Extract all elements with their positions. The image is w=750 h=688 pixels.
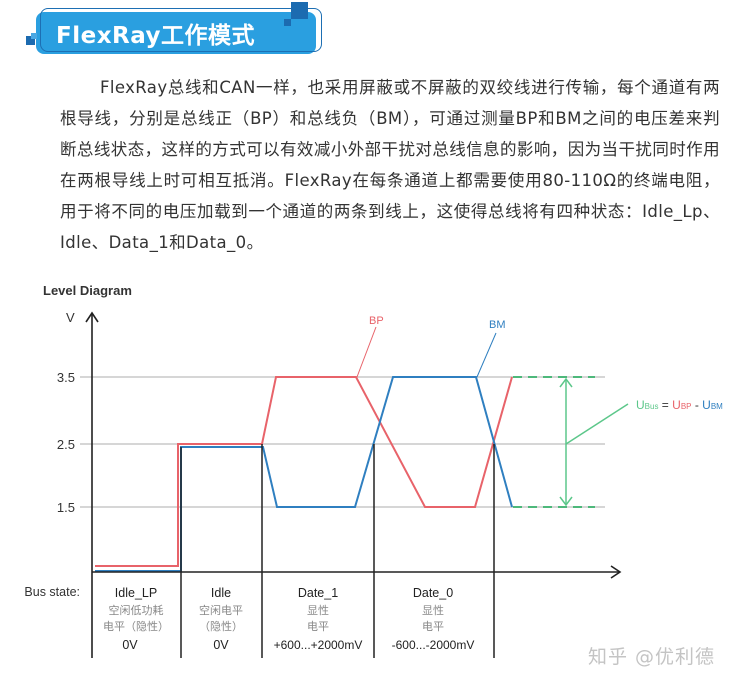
- svg-text:电平: 电平: [422, 620, 444, 633]
- banner-background: [36, 12, 316, 54]
- diff-dashed-lines: [513, 376, 595, 508]
- gridlines: [80, 376, 605, 508]
- svg-text:-600...-2000mV: -600...-2000mV: [392, 638, 475, 652]
- y-tick-2-5: 2.5: [57, 437, 75, 452]
- svg-text:Date_0: Date_0: [413, 586, 453, 600]
- state-data-1: Date_1 显性 电平 +600...+2000mV: [274, 586, 363, 652]
- decor-square: [26, 36, 35, 45]
- bm-label: BM: [489, 319, 506, 331]
- state-idle: Idle 空闲电平 （隐性） 0V: [199, 586, 243, 652]
- svg-text:Idle: Idle: [211, 586, 231, 600]
- svg-text:Idle_LP: Idle_LP: [115, 586, 157, 600]
- bm-leader-line: [476, 332, 497, 378]
- diff-double-arrow: [559, 377, 629, 507]
- decor-square: [291, 2, 308, 19]
- svg-text:+600...+2000mV: +600...+2000mV: [274, 638, 363, 652]
- watermark: 知乎 @优利德: [588, 646, 716, 668]
- svg-text:0V: 0V: [122, 638, 138, 652]
- state-data-0: Date_0 显性 电平 -600...-2000mV: [392, 586, 475, 652]
- svg-text:电平: 电平: [307, 620, 329, 633]
- y-tick-3-5: 3.5: [57, 370, 75, 385]
- voltage-formula: UBus = UBP - UBM: [636, 398, 723, 412]
- section-title: FlexRay工作模式: [56, 23, 256, 49]
- svg-text:Date_1: Date_1: [298, 586, 338, 600]
- diagram-title: Level Diagram: [43, 283, 132, 298]
- svg-text:显性: 显性: [307, 603, 329, 617]
- level-diagram: Level Diagram V 3.5 2.5 1.5 BP BM UBus =…: [24, 283, 723, 658]
- svg-text:0V: 0V: [213, 638, 229, 652]
- y-axis-label: V: [66, 310, 75, 325]
- bus-state-label: Bus state:: [24, 585, 80, 599]
- axes: [85, 311, 622, 658]
- svg-text:空闲电平: 空闲电平: [199, 603, 243, 617]
- svg-text:显性: 显性: [422, 603, 444, 617]
- body-paragraph: FlexRay总线和CAN一样，也采用屏蔽或不屏蔽的双绞线进行传输，每个通道有两…: [60, 72, 720, 258]
- banner-outline: [40, 8, 322, 52]
- bp-label: BP: [369, 315, 384, 327]
- state-separators: [180, 444, 495, 658]
- decor-square: [31, 33, 37, 39]
- bp-leader-line: [356, 326, 377, 378]
- svg-text:电平（隐性）: 电平（隐性）: [103, 619, 169, 633]
- svg-text:空闲低功耗: 空闲低功耗: [109, 603, 164, 617]
- state-idle-lp: Idle_LP 空闲低功耗 电平（隐性） 0V: [103, 586, 169, 652]
- paragraph-text: FlexRay总线和CAN一样，也采用屏蔽或不屏蔽的双绞线进行传输，每个通道有两…: [60, 78, 720, 252]
- decor-square: [284, 19, 291, 26]
- bm-signal-line: [95, 376, 513, 572]
- svg-text:（隐性）: （隐性）: [199, 619, 243, 633]
- bp-signal-line: [95, 376, 513, 567]
- y-tick-1-5: 1.5: [57, 500, 75, 515]
- section-title-banner: FlexRay工作模式: [26, 2, 326, 54]
